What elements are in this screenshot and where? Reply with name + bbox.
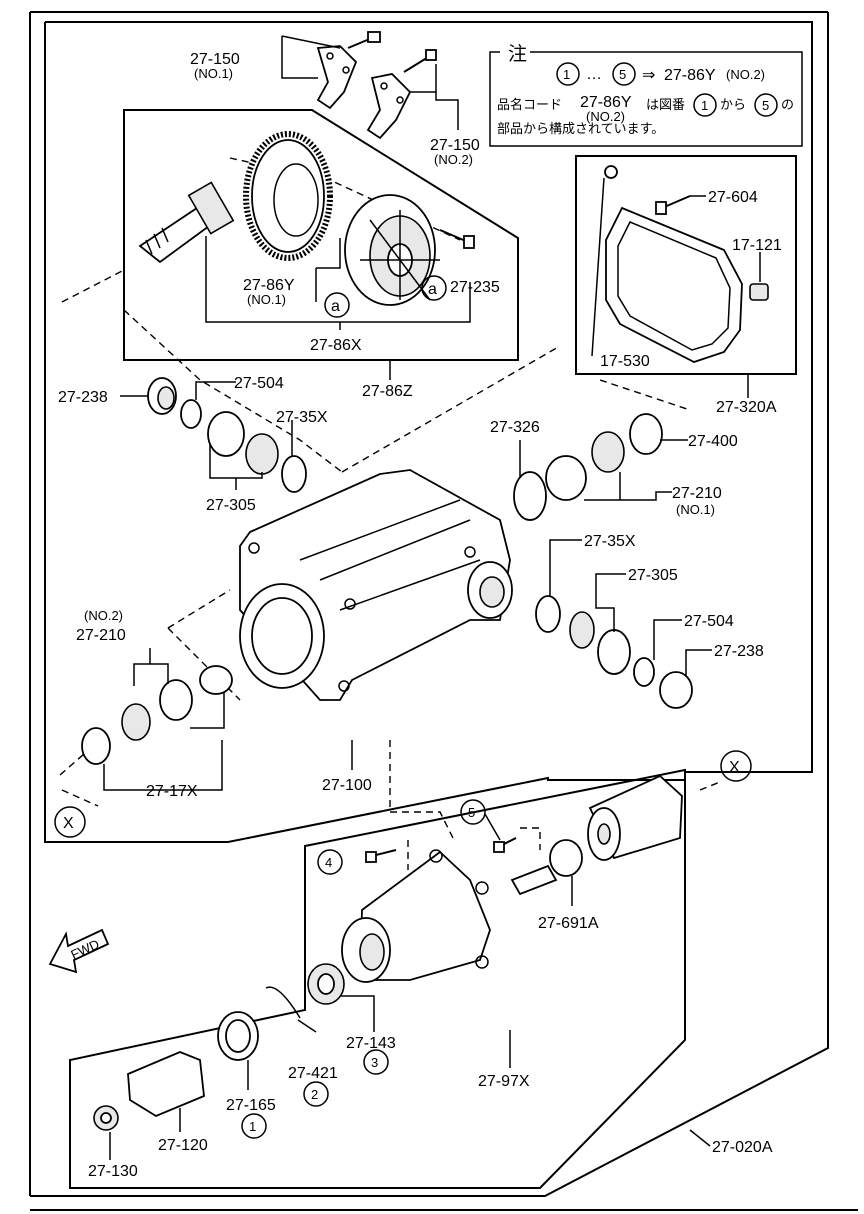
label-27-421: 27-421 [288, 1065, 338, 1082]
callout-4: 4 [325, 855, 332, 870]
label-27-238-right: 27-238 [714, 643, 764, 660]
pinion-parts [93, 963, 345, 1131]
note-title: 注 [508, 43, 527, 65]
label-27-17x: 27-17X [146, 783, 198, 800]
bracket-27-150-no1 [316, 31, 381, 110]
label-27-020a: 27-020A [712, 1139, 773, 1156]
label-27-320a: 27-320A [716, 399, 777, 416]
drive-pinion [138, 181, 235, 264]
label-27-86y-no1-sub: (NO.1) [247, 292, 286, 307]
label-27-210-no2-sub: (NO.2) [84, 608, 123, 623]
svg-text:1: 1 [701, 98, 708, 113]
svg-text:品名コード: 品名コード [497, 97, 562, 113]
marker-x-right: X [729, 759, 740, 776]
bracket-27-150-no2 [366, 49, 437, 140]
label-27-120: 27-120 [158, 1137, 208, 1154]
callout-5: 5 [468, 805, 475, 820]
ring-gear [243, 131, 333, 261]
svg-text:…: … [586, 66, 602, 83]
svg-text:27-86Y: 27-86Y [664, 67, 716, 84]
label-27-238-top: 27-238 [58, 389, 108, 406]
label-27-504-right: 27-504 [684, 613, 734, 630]
svg-text:1: 1 [563, 67, 570, 82]
callout-3: 3 [371, 1055, 378, 1070]
diff-case [344, 194, 475, 306]
label-27-35x-right: 27-35X [584, 533, 636, 550]
label-27-97x: 27-97X [478, 1073, 530, 1090]
dashed-guides [59, 157, 721, 870]
label-27-150-no1: 27-150 [190, 51, 240, 68]
label-17-530: 17-530 [600, 353, 650, 370]
carrier-housing [239, 469, 513, 701]
marker-a-left: a [331, 298, 340, 315]
label-27-86y-no1: 27-86Y [243, 277, 295, 294]
rear-cover [591, 165, 769, 363]
label-27-691a: 27-691A [538, 915, 599, 932]
fwd-arrow: FWD [48, 928, 110, 974]
side-bearings-left [147, 377, 307, 493]
svg-text:は図番: は図番 [646, 98, 685, 113]
pinion-box [69, 768, 686, 1189]
label-27-130: 27-130 [88, 1163, 138, 1180]
cover-box [575, 155, 797, 375]
svg-text:5: 5 [619, 67, 626, 82]
label-27-165: 27-165 [226, 1097, 276, 1114]
label-27-504-top: 27-504 [234, 375, 284, 392]
label-27-326: 27-326 [490, 419, 540, 436]
callout-2: 2 [311, 1087, 318, 1102]
marker-x-left: X [63, 815, 74, 832]
svg-text:5: 5 [762, 98, 769, 113]
diff-box [123, 109, 519, 361]
label-27-100: 27-100 [322, 777, 372, 794]
label-27-86z: 27-86Z [362, 383, 413, 400]
label-27-150-no1-sub: (NO.1) [194, 66, 233, 81]
svg-text:部品から構成されています。: 部品から構成されています。 [497, 122, 664, 137]
svg-text:27-86Y: 27-86Y [580, 94, 632, 111]
marker-a-right: a [428, 281, 437, 298]
label-27-150-no2: 27-150 [430, 137, 480, 154]
side-bearings-right [513, 413, 693, 709]
svg-text:の: の [781, 98, 794, 113]
label-27-143: 27-143 [346, 1035, 396, 1052]
label-27-86x: 27-86X [310, 337, 362, 354]
label-27-305-top: 27-305 [206, 497, 256, 514]
label-27-150-no2-sub: (NO.2) [434, 152, 473, 167]
label-27-305-right: 27-305 [628, 567, 678, 584]
label-17-121: 17-121 [732, 237, 782, 254]
pinion-housing [341, 849, 491, 983]
bearings-lower-left [81, 665, 233, 765]
label-27-210-no2: 27-210 [76, 627, 126, 644]
svg-text:FWD: FWD [68, 936, 101, 962]
callout-1: 1 [249, 1119, 256, 1134]
motor-unit [365, 774, 683, 896]
label-27-210-no1-sub: (NO.1) [676, 502, 715, 517]
label-27-235: 27-235 [450, 279, 500, 296]
carrier-box [44, 21, 813, 843]
svg-text:(NO.2): (NO.2) [726, 67, 765, 82]
outer-frame [29, 11, 858, 1211]
note-box: 注 1 … 5 ⇒ 27-86Y (NO.2) 品名コード 27-86Y (NO… [489, 40, 803, 147]
svg-text:から: から [720, 98, 746, 113]
label-27-604: 27-604 [708, 189, 758, 206]
label-27-35x-top: 27-35X [276, 409, 328, 426]
svg-text:(NO.2): (NO.2) [586, 109, 625, 124]
label-27-400: 27-400 [688, 433, 738, 450]
label-27-210-no1: 27-210 [672, 485, 722, 502]
svg-text:⇒: ⇒ [642, 67, 655, 84]
